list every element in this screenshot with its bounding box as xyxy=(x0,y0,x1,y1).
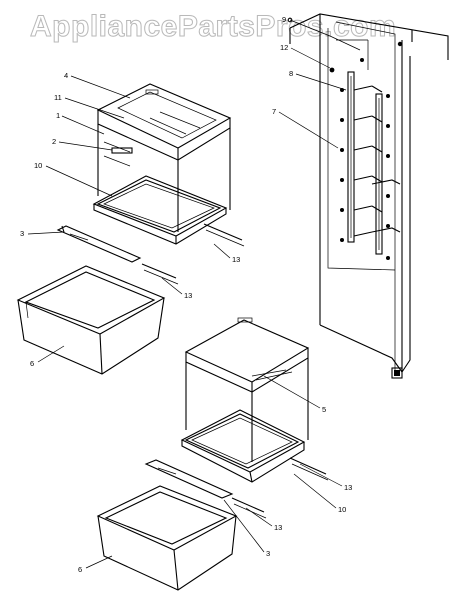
svg-text:1: 1 xyxy=(56,111,60,120)
callout-1: 1 xyxy=(56,111,105,135)
svg-text:8: 8 xyxy=(289,69,293,78)
svg-text:4: 4 xyxy=(64,71,68,80)
callout-10-upper: 10 xyxy=(34,161,113,197)
svg-text:10: 10 xyxy=(34,161,42,170)
callout-3-upper: 3 xyxy=(20,229,65,238)
svg-text:7: 7 xyxy=(272,107,276,116)
callout-13-c: 13 xyxy=(299,463,352,492)
upper-front-trim xyxy=(56,225,142,263)
svg-text:9: 9 xyxy=(282,15,286,24)
callout-5: 5 xyxy=(263,375,326,414)
lower-shelf-glass xyxy=(180,409,306,483)
callout-4: 4 xyxy=(64,71,131,99)
shelf-bracket-right xyxy=(371,85,401,255)
callout-9: 9 xyxy=(282,15,361,51)
upper-shelf-glass xyxy=(92,175,228,245)
callout-13-b: 13 xyxy=(161,277,192,300)
svg-text:3: 3 xyxy=(266,549,270,558)
callout-3-lower: 3 xyxy=(223,499,270,558)
lower-crisper-frame xyxy=(185,358,309,462)
callout-13-a: 13 xyxy=(213,243,240,264)
upper-slide-rails xyxy=(141,223,245,285)
callout-12: 12 xyxy=(280,43,331,69)
lower-crisper-drawer xyxy=(96,485,238,591)
shelf-bracket-left xyxy=(347,71,373,243)
lower-crisper-cover xyxy=(184,317,310,393)
upper-crisper-frame xyxy=(97,124,231,232)
svg-text:12: 12 xyxy=(280,43,288,52)
callout-13-d: 13 xyxy=(245,507,282,532)
callout-10-lower: 10 xyxy=(293,473,346,514)
svg-text:13: 13 xyxy=(184,291,192,300)
svg-text:3: 3 xyxy=(20,229,24,238)
svg-text:6: 6 xyxy=(30,359,34,368)
svg-text:13: 13 xyxy=(344,483,352,492)
lower-front-trim xyxy=(144,459,234,499)
callout-11: 11 xyxy=(54,93,125,119)
watermark-logo: AppliancePartsPros.com xyxy=(29,10,397,44)
svg-text:2: 2 xyxy=(52,137,56,146)
svg-text:11: 11 xyxy=(54,93,62,102)
svg-text:13: 13 xyxy=(232,255,240,264)
callout-6-upper: 6 xyxy=(30,345,65,368)
upper-crisper-drawer xyxy=(16,265,166,375)
mounting-screws xyxy=(329,58,390,260)
svg-text:5: 5 xyxy=(322,405,326,414)
callout-8: 8 xyxy=(289,69,347,91)
callout-7: 7 xyxy=(272,107,339,149)
callout-2: 2 xyxy=(52,137,113,151)
upper-crisper-cover xyxy=(96,83,232,161)
fridge-cabinet xyxy=(287,13,449,379)
svg-text:6: 6 xyxy=(78,565,82,574)
svg-text:10: 10 xyxy=(338,505,346,514)
callout-6-lower: 6 xyxy=(78,555,113,574)
svg-text:13: 13 xyxy=(274,523,282,532)
